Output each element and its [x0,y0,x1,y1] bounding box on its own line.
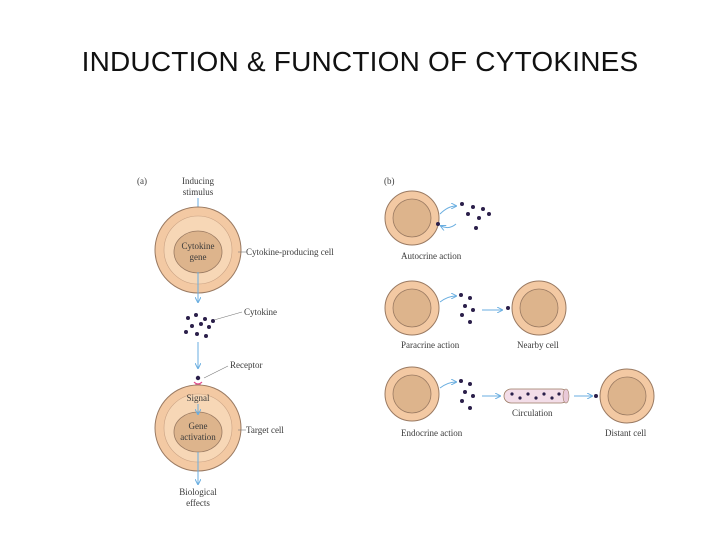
biological-effects-label-2: effects [186,498,210,508]
paracrine-cell [384,280,440,336]
distant-cell [599,368,655,424]
endocrine-arrow-out [439,382,456,389]
cytokine-label: Cytokine [244,307,277,317]
nearby-cell [511,280,567,336]
cytokine-gene-label-2: gene [190,252,207,262]
circulation-label: Circulation [512,408,553,418]
panel-a-label: (a) [137,176,147,186]
autocrine-arrow-out [439,206,456,215]
endocrine-cell [384,366,440,422]
receptor-label: Receptor [230,360,262,370]
slide-title: INDUCTION & FUNCTION OF CYTOKINES [81,46,639,77]
gene-activation-label-1: Gene [189,421,208,431]
autocrine-label: Autocrine action [401,251,462,261]
distant-cell-label: Distant cell [605,428,647,438]
paracrine-cytokines [459,293,510,324]
biological-effects-label-1: Biological [179,487,217,497]
autocrine-arrow-in [441,223,457,228]
autocrine-cell [384,190,440,246]
leader-receptor [203,365,229,379]
paracrine-arrow-out [439,296,456,303]
target-cell [154,384,242,472]
cytokine-gene-label-1: Cytokine [182,241,215,251]
cytokine-producing-cell [154,206,242,294]
inducing-stimulus-label-1: Inducing [182,176,214,186]
panel-b-label: (b) [384,176,395,186]
target-cell-label: Target cell [246,425,284,435]
endocrine-label: Endocrine action [401,428,463,438]
autocrine-bound [436,222,440,226]
endocrine-cytokines [459,379,475,410]
gene-activation-label-2: activation [180,432,216,442]
producing-cell-label: Cytokine-producing cell [246,247,334,257]
paracrine-label: Paracrine action [401,340,460,350]
inducing-stimulus-label-2: stimulus [183,187,214,197]
endocrine-bound [594,394,598,398]
leader-cytokine [213,311,243,321]
nearby-cell-label: Nearby cell [517,340,559,350]
circulation-vessel [503,388,570,404]
cytokine-molecules [184,313,215,338]
bound-cytokine [195,375,201,381]
autocrine-cytokines [460,202,491,230]
signal-label: Signal [186,393,210,403]
